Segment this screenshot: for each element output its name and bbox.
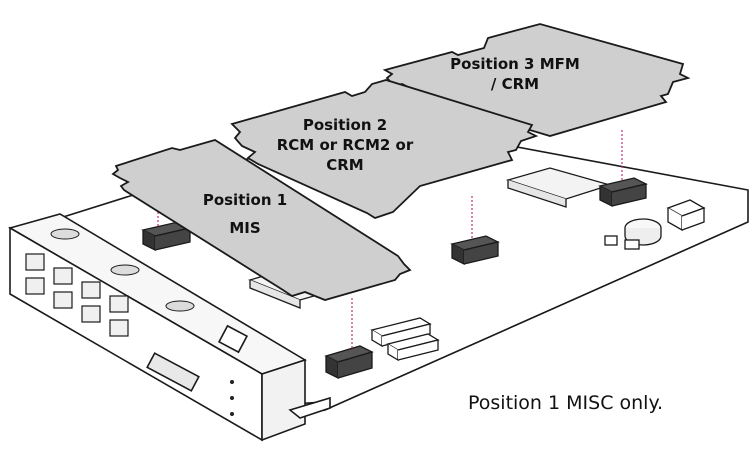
label-position-2: Position 2 RCM or RCM2 or CRM [270,115,420,175]
card-position-1 [111,139,412,301]
card-connector-pos3 [598,177,648,208]
card-position-2 [230,79,539,219]
label-position-1-line1: Position 1 [202,191,288,209]
rj45-ports [25,253,129,337]
label-position-2-line1: Position 2 [302,116,388,134]
panel-slot [146,352,200,392]
label-position-3: Position 3 MFM / CRM [430,54,600,94]
label-position-1-line2: MIS [229,219,261,237]
front-panel [7,213,331,442]
panel-latch [288,396,331,419]
label-position-2-line3: CRM [326,156,364,174]
caption: Position 1 MISC only. [468,392,664,414]
small-part-1 [604,235,618,246]
label-position-1: Position 1 MIS [190,190,300,238]
status-leds [230,380,234,416]
top-vents [50,228,195,312]
label-position-3-line1: Position 3 MFM [450,55,580,73]
board-components [141,167,706,380]
panel-window [217,324,249,354]
label-position-3-line2: / CRM [490,75,540,93]
card-connector-pos1 [324,345,374,380]
card-connector-back [141,221,192,252]
card-connector-pos2 [450,235,500,266]
board-edge [324,221,749,411]
label-position-2-line2: RCM or RCM2 or [276,136,414,154]
small-part-2 [624,239,640,250]
